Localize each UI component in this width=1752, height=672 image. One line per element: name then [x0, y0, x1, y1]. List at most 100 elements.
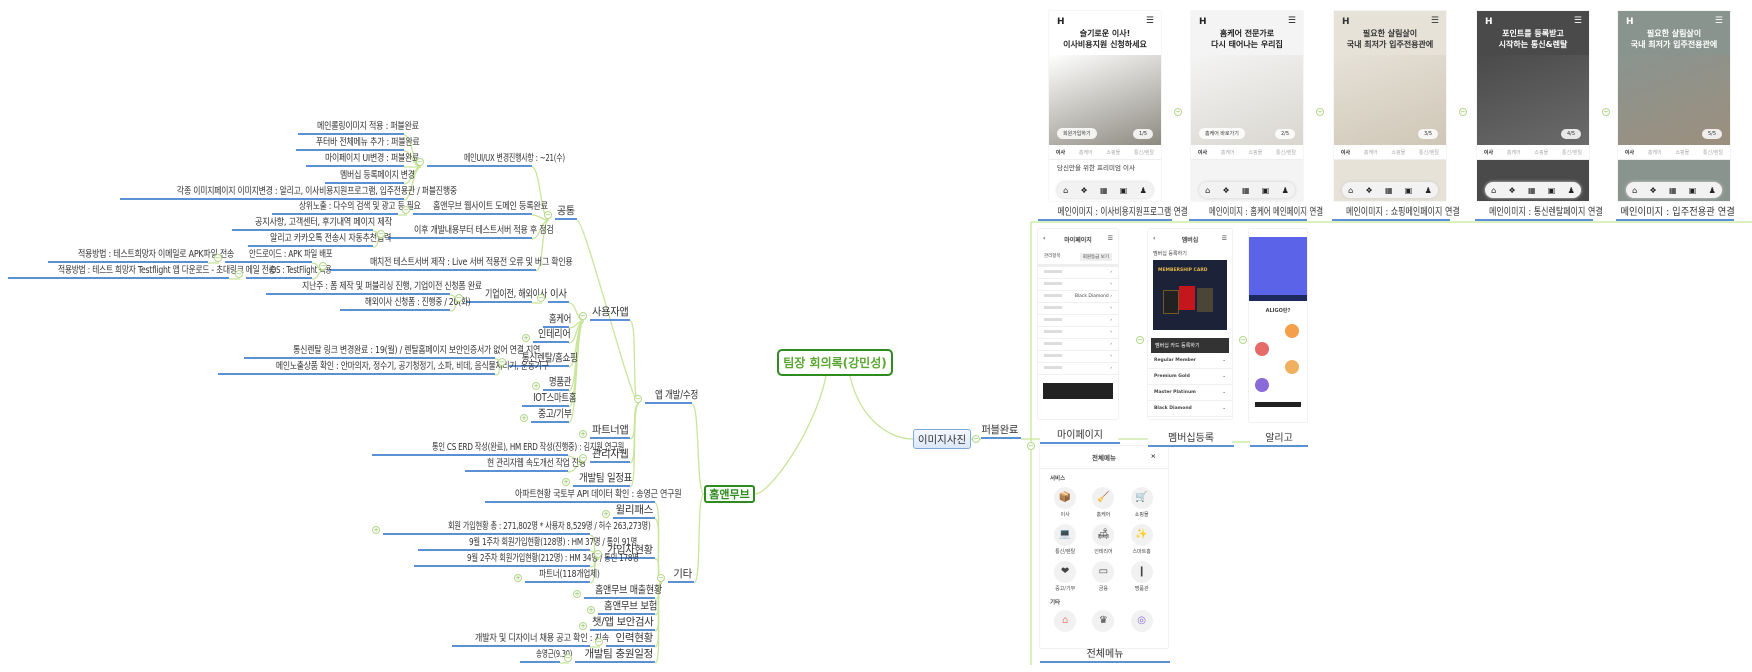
topic-leaf[interactable]: 각종 이미지페이지 이미지변경 : 알리고, 이사비용지원프로그램, 입주전용관…	[120, 185, 457, 200]
topic-willipass[interactable]: 윌리패스	[613, 504, 655, 519]
expand-toggle[interactable]: +	[602, 510, 610, 518]
topic-main-ui[interactable]: 메인UI/UX 변경진행사항 : ~21(수)	[427, 152, 565, 167]
topic-domain[interactable]: 홈앤무브 웹사이트 도메인 등록완료	[413, 200, 548, 215]
menu-icon[interactable]: ☰	[1145, 16, 1154, 26]
category-icon[interactable]: ❖	[1508, 185, 1516, 195]
collapse-toggle[interactable]: −	[544, 211, 552, 219]
tab[interactable]: 통신/렌탈	[1562, 150, 1583, 156]
topic-user-app[interactable]: 사용자앱	[590, 306, 630, 321]
tab[interactable]: 통신/렌탈	[1419, 150, 1440, 156]
topic-luxury[interactable]: 명품관	[543, 376, 571, 391]
branch-homenmove[interactable]: 홈앤무브	[704, 485, 755, 503]
bag-icon[interactable]: ▣	[1119, 185, 1128, 195]
back-icon[interactable]: ‹	[1153, 235, 1156, 242]
user-icon[interactable]: ♟	[1708, 185, 1716, 195]
topic-leaf[interactable]: 9월 2주차 회원가입현황(212명) : HM 34명 / 통인 178명	[414, 552, 639, 567]
topic-dev-schedule[interactable]: 개발팀 일정표	[573, 472, 632, 487]
mypage-row[interactable]: ›	[1038, 363, 1118, 375]
tab[interactable]: 이사	[1483, 150, 1494, 156]
topic-leaf[interactable]: 멤버십 등록페이지 변경	[325, 169, 415, 184]
topic-common[interactable]: 공통	[555, 205, 577, 220]
grid-icon[interactable]: ▦	[1668, 185, 1677, 195]
tab[interactable]: 쇼핑몰	[1675, 150, 1690, 156]
collapse-toggle[interactable]: −	[1174, 108, 1182, 116]
topic-iot[interactable]: IOT스마트홈	[522, 392, 577, 407]
topic-leaf[interactable]: 마이페이지 UI변경 : 퍼블완료	[306, 152, 419, 167]
user-icon[interactable]: ♟	[1281, 185, 1289, 195]
mypage-row[interactable]: Black Diamond ›	[1038, 291, 1118, 303]
topic-members[interactable]: 가입자현황	[605, 544, 655, 559]
user-icon[interactable]: ♟	[1424, 185, 1432, 195]
collapse-toggle[interactable]: −	[1027, 442, 1035, 450]
menu-icon[interactable]: ☰	[1430, 16, 1439, 26]
topic-leaf[interactable]: 지난주 : 폼 제작 및 퍼블리싱 진행, 기업이전 신청폼 완료	[266, 280, 482, 295]
tab[interactable]: 홈케어	[1363, 150, 1378, 156]
aligo-banner[interactable]	[1249, 237, 1307, 295]
topic-leaf[interactable]: 현 관리자웹 속도개선 작업 진행	[465, 457, 586, 472]
mypage-row[interactable]: ›	[1038, 327, 1118, 339]
home-icon[interactable]: ⌂	[1491, 185, 1497, 195]
tab[interactable]: 통신/렌탈	[1134, 150, 1155, 156]
expand-toggle[interactable]: +	[522, 334, 530, 342]
mypage-row[interactable]: ›	[1038, 267, 1118, 279]
collapse-toggle[interactable]: −	[214, 254, 222, 262]
menu-item[interactable]: 📦이사	[1046, 487, 1084, 518]
topic-homecare[interactable]: 홈케어	[543, 313, 571, 328]
user-icon[interactable]: ♟	[1139, 185, 1147, 195]
tab[interactable]: 홈케어	[1506, 150, 1521, 156]
collapse-toggle[interactable]: −	[594, 550, 602, 558]
home-icon[interactable]: ⌂	[1348, 185, 1354, 195]
collapse-toggle[interactable]: −	[634, 395, 642, 403]
collapse-toggle[interactable]: −	[595, 638, 603, 646]
topic-sales[interactable]: 홈앤무브 매출현황	[584, 584, 662, 599]
topic-security[interactable]: 챗/앱 보안검사	[590, 616, 655, 631]
collapse-toggle[interactable]: −	[657, 574, 665, 582]
cta-button[interactable]: 회원가입하기	[1057, 128, 1097, 139]
expand-toggle[interactable]: +	[532, 382, 540, 390]
tab[interactable]: 이사	[1340, 150, 1351, 156]
tier-row[interactable]: Master Platinum⌄	[1148, 385, 1232, 401]
topic-leaf[interactable]: 개발자 및 디자이너 채용 공고 확인 : 지속	[452, 632, 609, 647]
tab[interactable]: 이사	[1197, 150, 1208, 156]
topic-leaf[interactable]: 해외이사 신청폼 : 진행중 / 20(화)	[340, 296, 471, 311]
collapse-toggle[interactable]: −	[1459, 108, 1467, 116]
mypage-row[interactable]: ›	[1038, 315, 1118, 327]
tab[interactable]: 쇼핑몰	[1391, 150, 1406, 156]
back-icon[interactable]: ‹	[1043, 235, 1046, 242]
topic-leaf[interactable]: 파트너(118개업체)	[525, 568, 600, 583]
category-icon[interactable]: ❖	[1222, 185, 1230, 195]
collapse-toggle[interactable]: −	[416, 158, 424, 166]
category-icon[interactable]: ❖	[1365, 185, 1373, 195]
mypage-row[interactable]: ›	[1038, 339, 1118, 351]
collapse-toggle[interactable]: −	[1136, 336, 1144, 344]
hero-image[interactable]: 3/5	[1334, 55, 1446, 145]
hero-image[interactable]: 4/5	[1477, 55, 1589, 145]
collapse-toggle[interactable]: −	[377, 230, 385, 238]
menu-item[interactable]: ▭금융	[1084, 561, 1122, 592]
user-icon[interactable]: ♟	[1567, 185, 1575, 195]
topic-leaf[interactable]: 9월 1주차 회원가입현황(128명) : HM 37명 / 통인 91명	[418, 536, 637, 551]
branch-images[interactable]: 이미지사진	[913, 429, 971, 449]
collapse-toggle[interactable]: −	[319, 262, 327, 270]
topic-leaf[interactable]: 송영근(9.30)	[520, 648, 572, 663]
tab[interactable]: 이사	[1624, 150, 1635, 156]
tier-row[interactable]: Black Diamond⌄	[1148, 401, 1232, 417]
cta-button[interactable]: 홈케어 바로가기	[1199, 128, 1245, 139]
tab[interactable]: 이사	[1055, 150, 1066, 156]
tab[interactable]: 통신/렌탈	[1703, 150, 1724, 156]
grade-button[interactable]: 회원등급 보기	[1079, 253, 1112, 261]
collapse-toggle[interactable]: −	[579, 454, 587, 462]
grid-icon[interactable]: ▦	[1241, 185, 1250, 195]
topic-rental[interactable]: 통신렌탈/홈쇼핑	[509, 352, 578, 367]
topic-test-server[interactable]: 매치전 테스트서버 제작 : Live 서버 적용전 오류 및 버그 확인용	[330, 256, 573, 271]
topic-used[interactable]: 중고/기부	[531, 408, 572, 423]
topic-leaf[interactable]: 상위노출 : 다수의 검색 및 광고 등 필요	[272, 200, 421, 215]
collapse-toggle[interactable]: −	[1316, 108, 1324, 116]
menu-icon[interactable]: ☰	[1107, 235, 1113, 242]
topic-leaf[interactable]: 통신렌탈 링크 변경완료 : 19(월) / 렌탈홈페이지 보안인증서가 없어 …	[244, 344, 540, 359]
topic-leaf[interactable]: 메인노출상품 확인 : 안마의자, 정수기, 공기청정기, 소파, 비데, 음식…	[218, 360, 549, 375]
topic-moving-sub[interactable]: 기업이전, 해외이사	[466, 288, 547, 303]
topic-app-dev[interactable]: 앱 개발/수정	[645, 389, 698, 404]
category-icon[interactable]: ❖	[1080, 185, 1088, 195]
home-icon[interactable]: ⌂	[1632, 185, 1638, 195]
